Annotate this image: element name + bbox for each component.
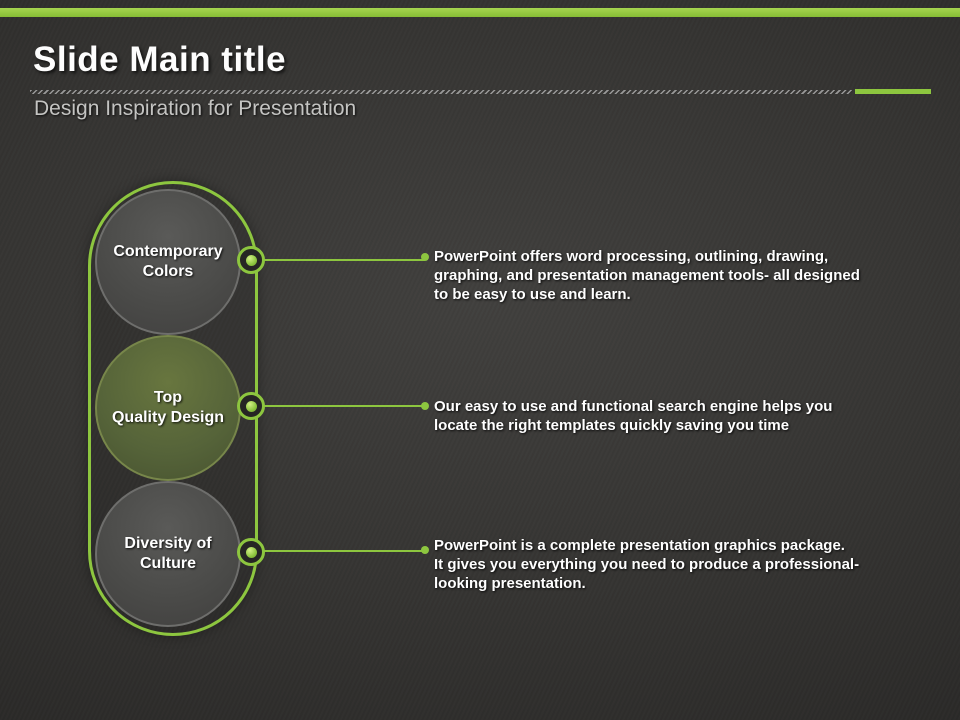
topic-circle-top-quality-design: Top Quality Design	[95, 335, 241, 481]
item-description: PowerPoint offers word processing, outli…	[434, 248, 860, 304]
top-accent-bar	[0, 8, 960, 17]
topic-circle-diversity-of-culture: Diversity of Culture	[95, 481, 241, 627]
topic-label: Top Quality Design	[111, 389, 225, 426]
node-dot-icon	[245, 400, 257, 412]
topic-label: Contemporary Colors	[113, 243, 223, 280]
topic-label: Diversity of Culture	[124, 535, 212, 572]
item-description: Our easy to use and functional search en…	[434, 398, 833, 435]
topic-circle-contemporary-colors: Contemporary Colors	[95, 189, 241, 335]
node-dot-icon	[245, 546, 257, 558]
connector-node-icon	[237, 538, 265, 566]
bullet-dot-icon	[421, 546, 429, 554]
node-dot-icon	[245, 254, 257, 266]
divider-line	[30, 90, 852, 94]
connector-node-icon	[237, 392, 265, 420]
connector-line	[258, 550, 425, 552]
item-description: PowerPoint is a complete presentation gr…	[434, 537, 860, 593]
divider-accent-segment	[855, 89, 931, 94]
connector-node-icon	[237, 246, 265, 274]
slide-subtitle: Design Inspiration for Presentation	[34, 97, 357, 120]
bullet-dot-icon	[421, 253, 429, 261]
bullet-dot-icon	[421, 402, 429, 410]
connector-line	[258, 405, 425, 407]
slide-title: Slide Main title	[33, 40, 287, 79]
connector-line	[258, 259, 425, 261]
